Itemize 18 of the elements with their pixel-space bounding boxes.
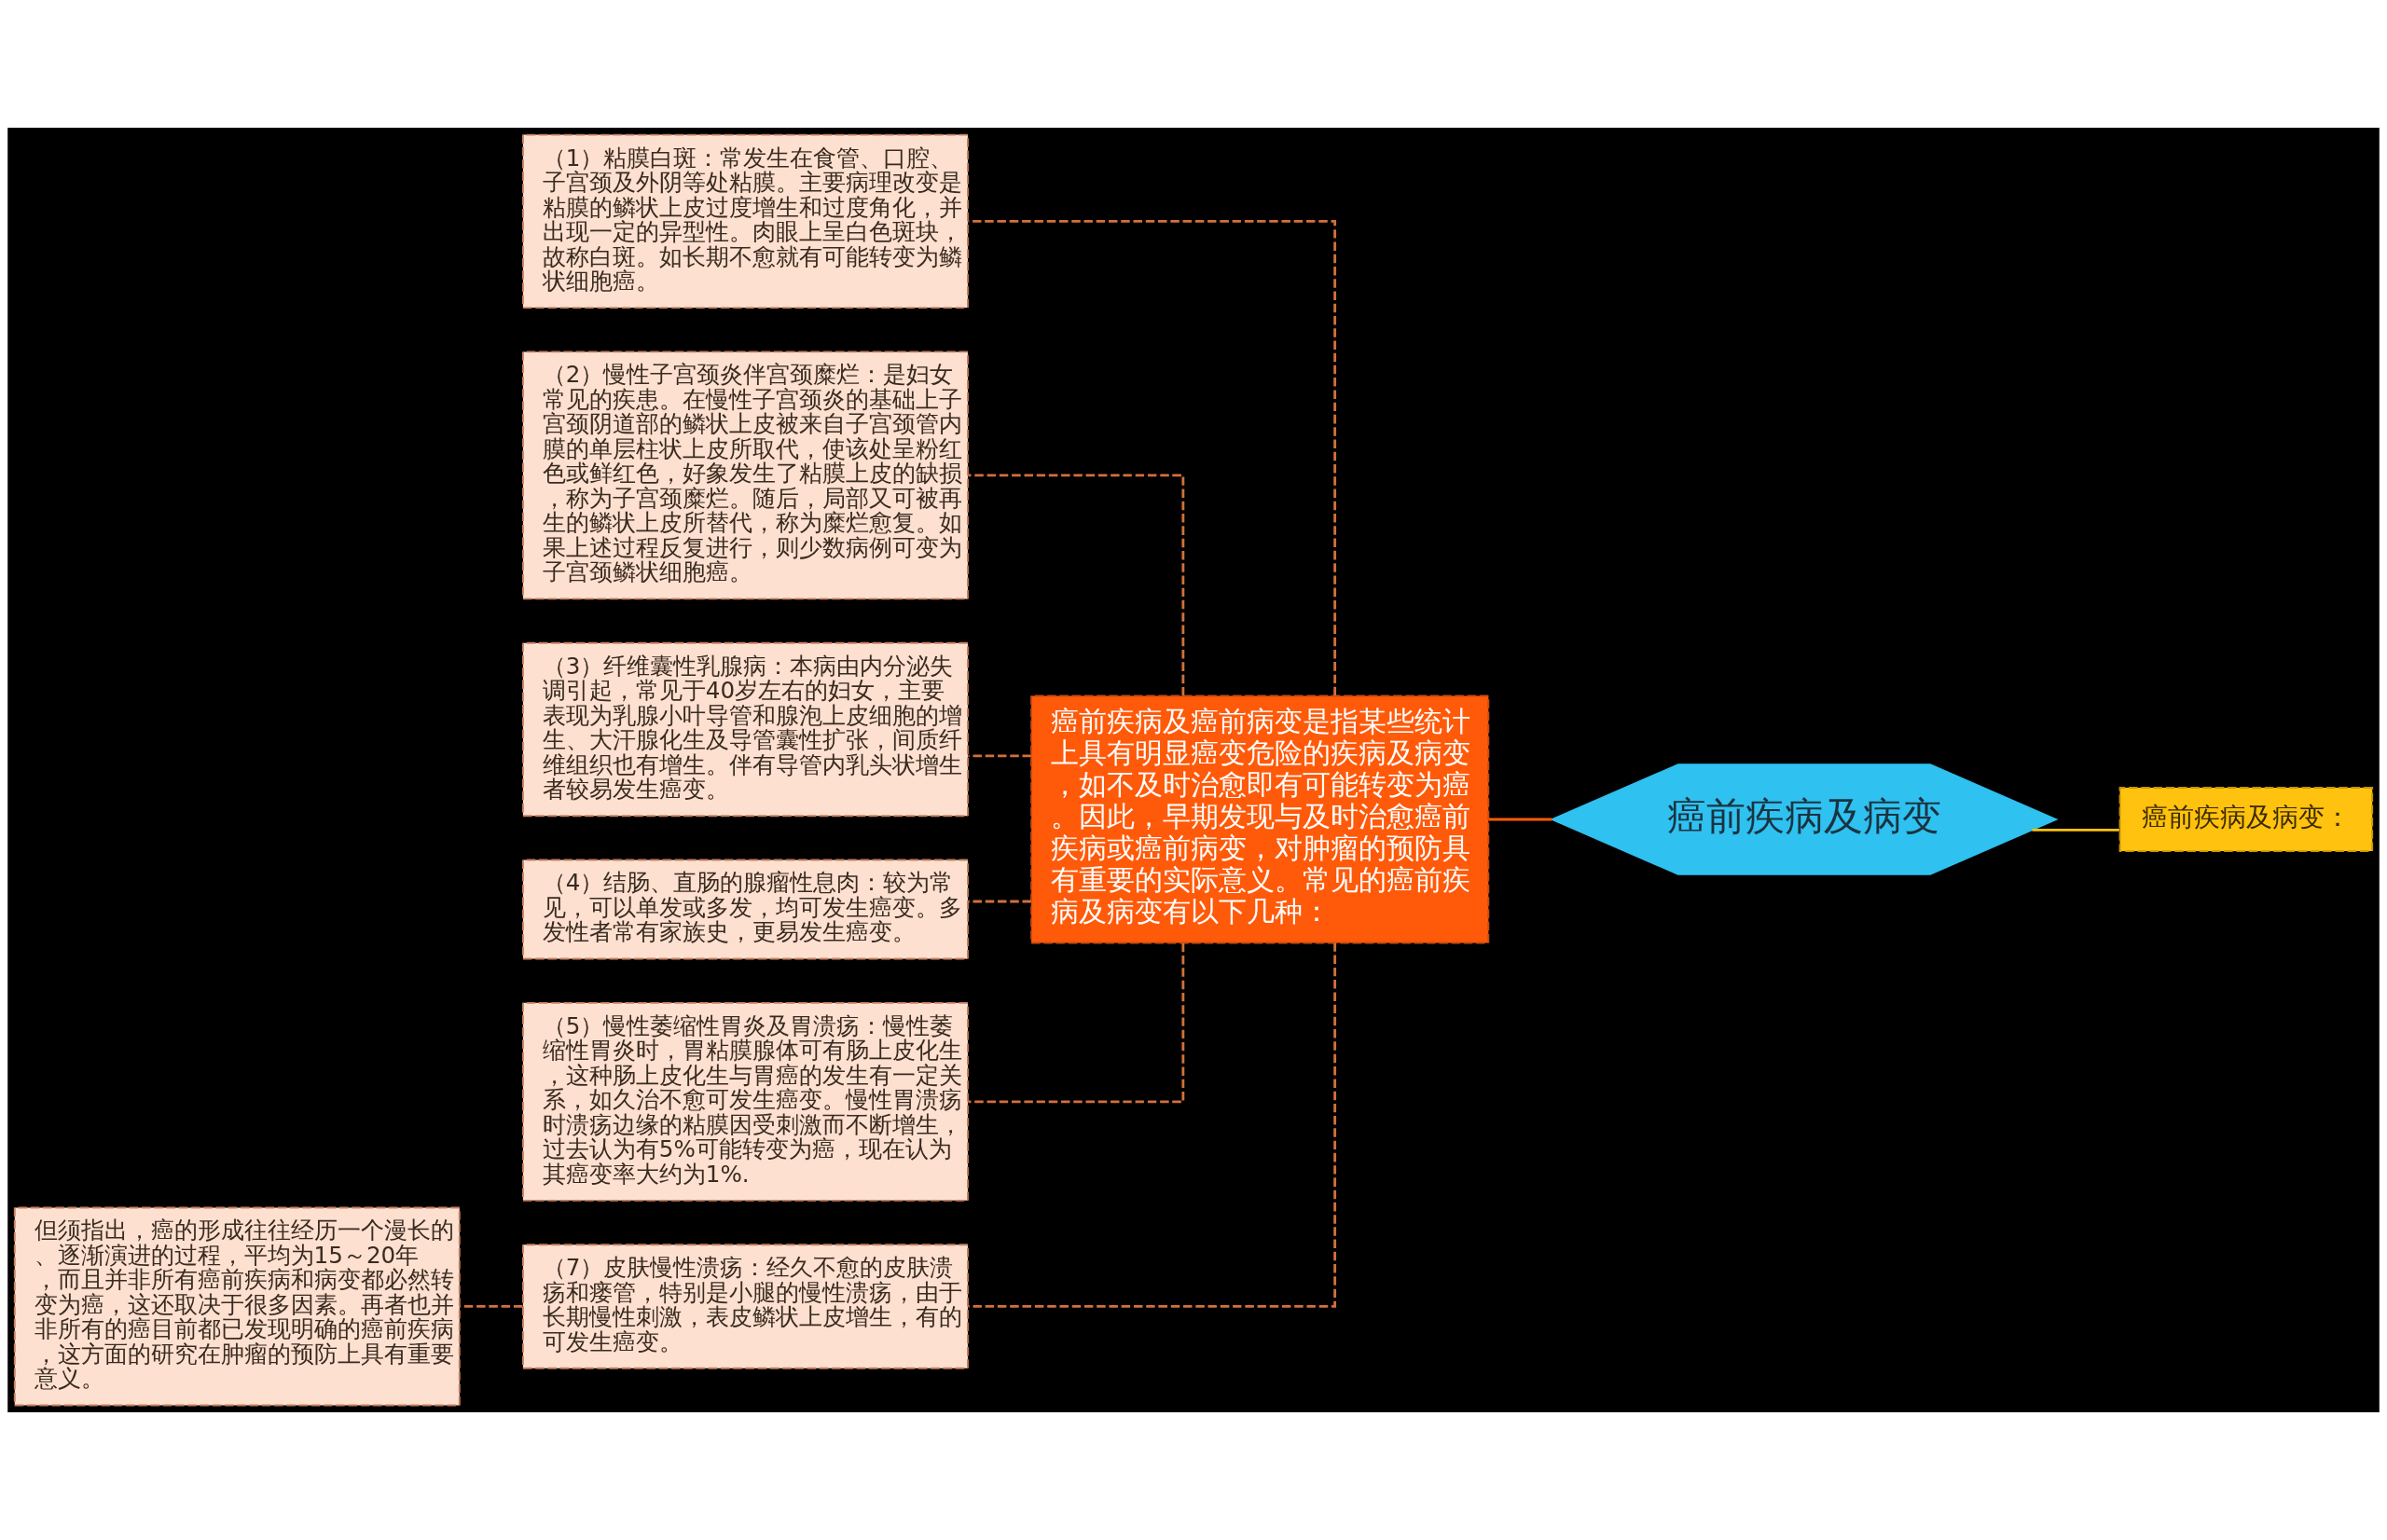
- connector: [968, 219, 1337, 696]
- node-box: （2）慢性子宫颈炎伴宫颈糜烂：是妇女常见的疾患。在慢性子宫颈炎的基础上子宫颈阴道部的鳞状上皮被来自子宫颈管内膜的单层柱状上皮所取代，使该处呈粉红色或鲜红色，好象发生了粘膜上皮的缺损，称为子宫颈糜烂。随后，局部又可被再生的鳞状上皮所替代，称为糜烂愈复。如果上述过程反复进行，则少数病例可变为子宫颈鳞状细胞癌。: [522, 351, 969, 600]
- node-box: （5）慢性萎缩性胃炎及胃溃疡：慢性萎缩性胃炎时，胃粘膜腺体可有肠上皮化生，这种肠上皮化生与胃癌的发生有一定关系，如久治不愈可发生癌变。慢性胃溃疡时溃疡边缘的粘膜因受刺激而不断增生，过去认为有5%可能转变为癌，现在认为其癌变率大约为1%.: [522, 1001, 969, 1202]
- connector: [968, 474, 1185, 696]
- node-box: 癌前疾病及癌前病变是指某些统计上具有明显癌变危险的疾病及病变，如不及时治愈即有可能转变为癌。因此，早期发现与及时治愈癌前疾病或癌前病变，对肿瘤的预防具有重要的实际意义。常见的癌前疾病及病变有以下几种：: [1030, 694, 1490, 944]
- node-box: （1）粘膜白斑：常发生在食管、口腔、子宫颈及外阴等处粘膜。主要病理改变是粘膜的鳞状上皮过度增生和过度角化，并出现一定的异型性。肉眼上呈白色斑块，故称白斑。如长期不愈就有可能转变为鳞状细胞癌。: [522, 133, 969, 309]
- node-box: 癌前疾病及病变：: [2118, 787, 2374, 852]
- connector: [968, 942, 1337, 1308]
- node-box: 但须指出，癌的形成往往经历一个漫长的、逐渐演进的过程，平均为15～20年，而且并非所有癌前疾病和病变都必然转变为癌，这还取决于很多因素。再者也并非所有的癌目前都已发现明确的癌前疾病，这方面的研究在肿瘤的预防上具有重要意义。: [13, 1206, 461, 1407]
- node-box: （3）纤维囊性乳腺病：本病由内分泌失调引起，常见于40岁左右的妇女，主要表现为乳腺小叶导管和腺泡上皮细胞的增生、大汗腺化生及导管囊性扩张，间质纤维组织也有增生。伴有导管内乳头状增生者较易发生癌变。: [522, 641, 969, 818]
- connector: [968, 900, 1031, 903]
- connector: [968, 942, 1185, 1104]
- connector: [1488, 818, 1552, 821]
- connector: [968, 754, 1031, 758]
- connector: [2032, 828, 2120, 832]
- connector: [460, 1305, 523, 1308]
- node-box: （4）结肠、直肠的腺瘤性息肉：较为常见，可以单发或多发，均可发生癌变。多发性者常有家族史，更易发生癌变。: [522, 859, 969, 960]
- node-box: （7）皮肤慢性溃疡：经久不愈的皮肤溃疡和瘘管，特别是小腿的慢性溃疡，由于长期慢性刺激，表皮鳞状上皮增生，有的可发生癌变。: [522, 1244, 969, 1369]
